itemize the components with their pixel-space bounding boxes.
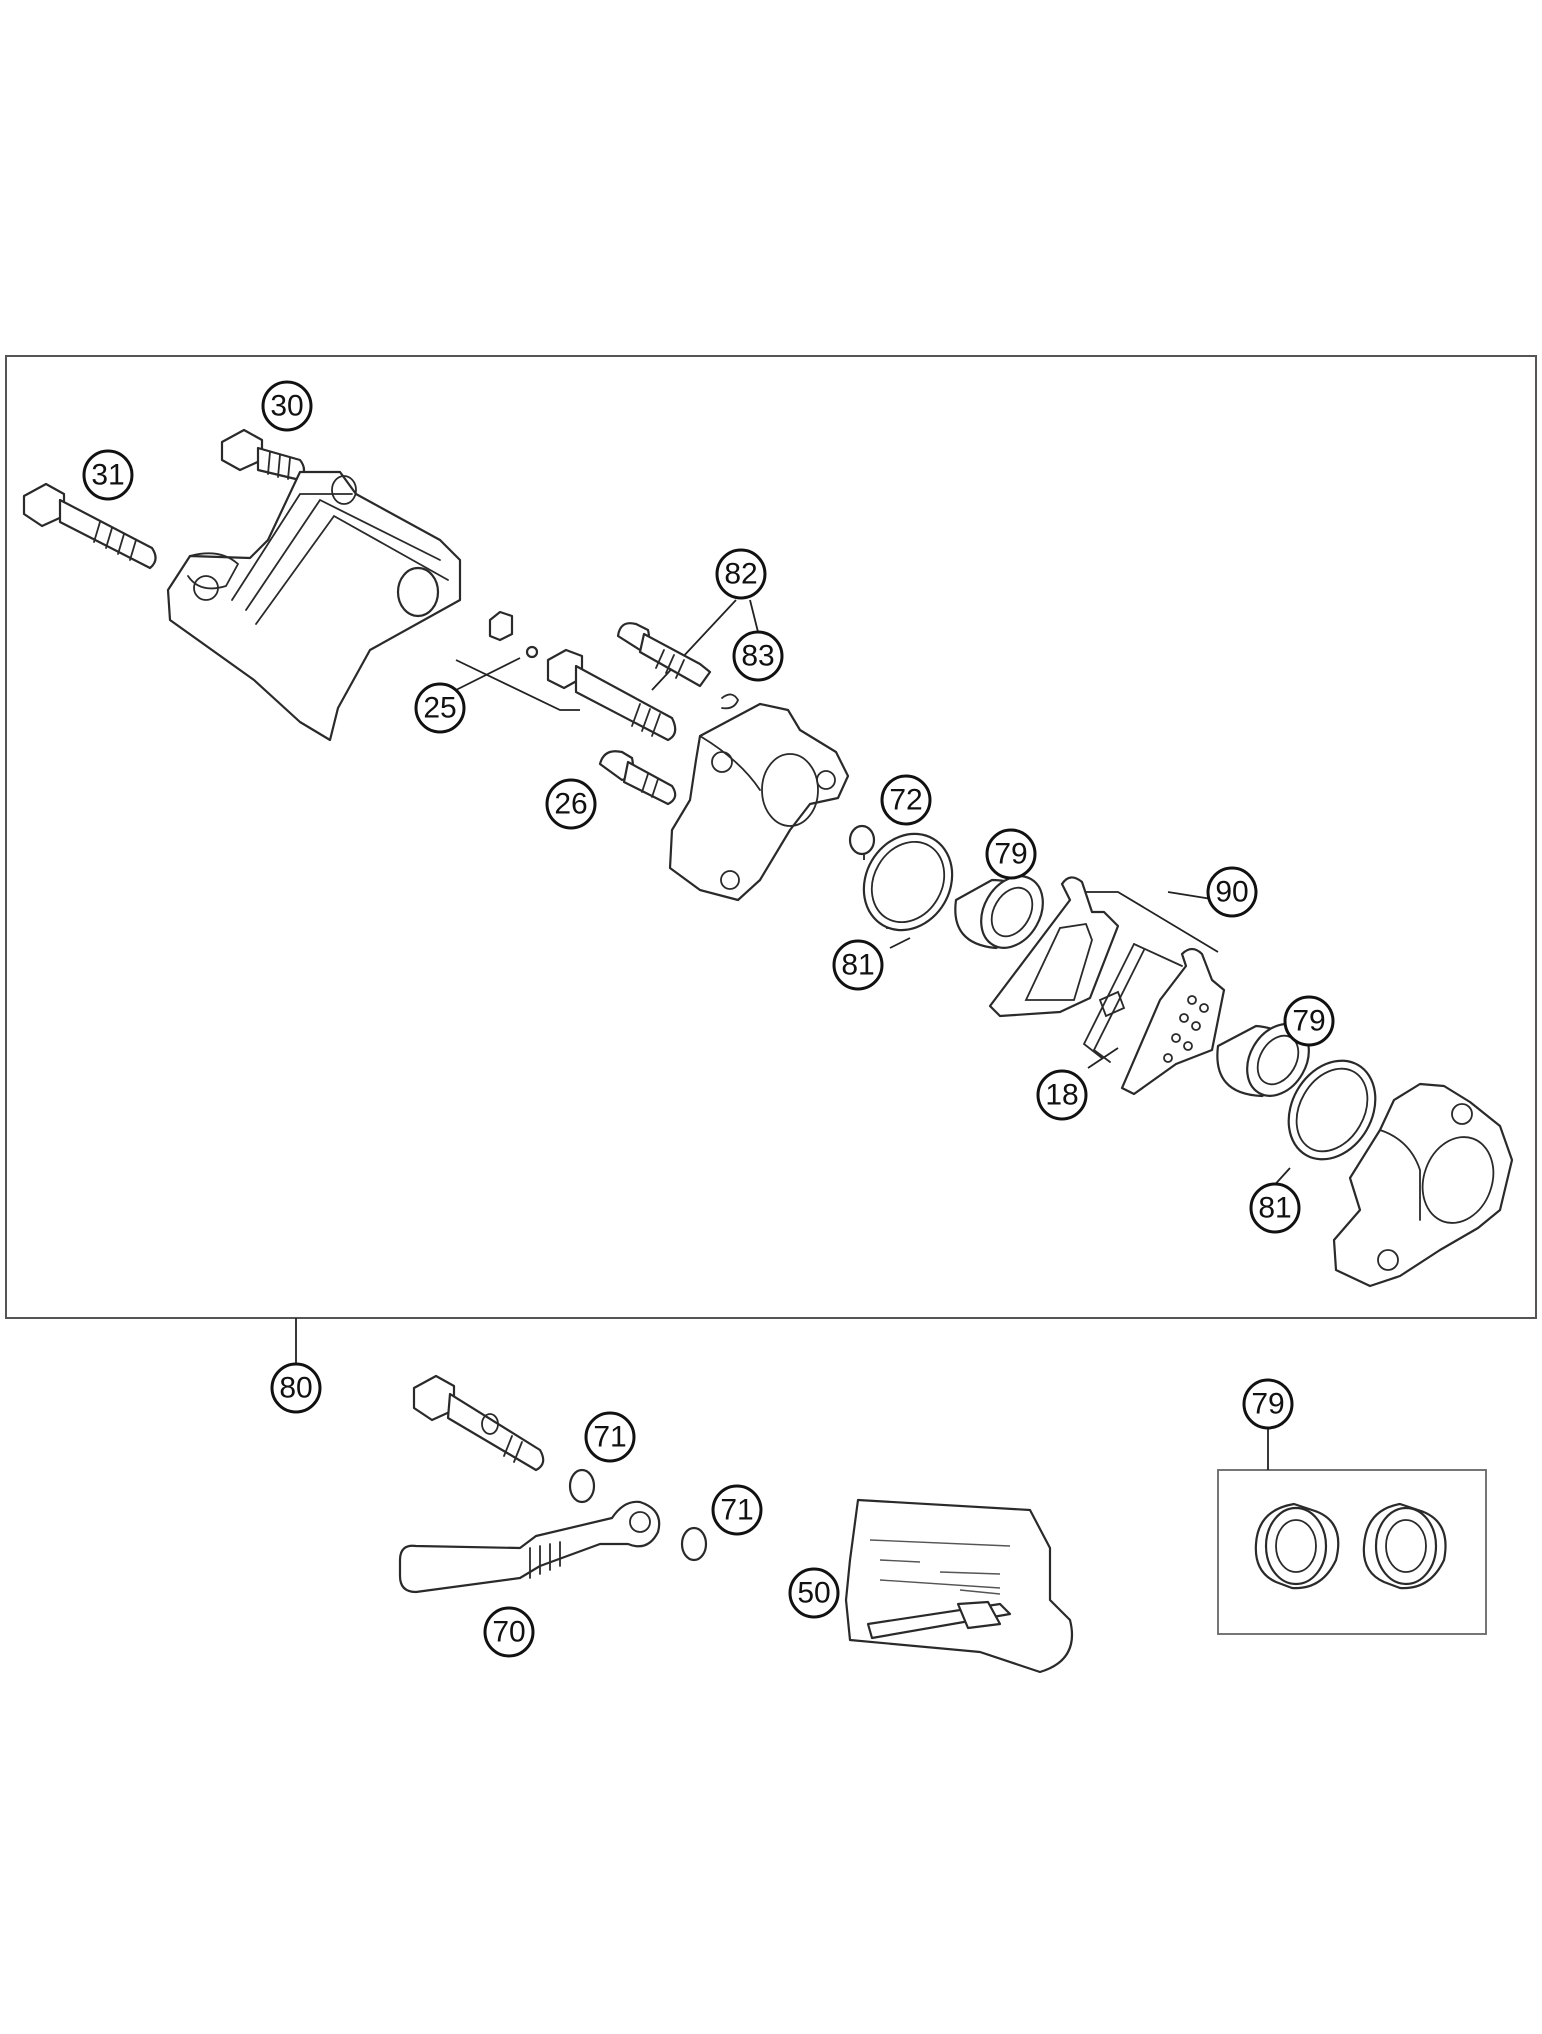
svg-text:31: 31 bbox=[91, 459, 124, 492]
svg-text:50: 50 bbox=[797, 1577, 830, 1610]
svg-text:26: 26 bbox=[554, 788, 587, 821]
callout-31: 31 bbox=[82, 449, 134, 501]
washer-71-lower bbox=[680, 1526, 708, 1562]
bleed-kit-50 bbox=[844, 1498, 1074, 1674]
svg-text:79: 79 bbox=[1251, 1388, 1284, 1421]
pad-pin-82 bbox=[616, 622, 740, 710]
svg-text:80: 80 bbox=[279, 1372, 312, 1405]
piston-kit-frame bbox=[1217, 1469, 1487, 1635]
callout-50: 50 bbox=[788, 1567, 840, 1619]
svg-text:72: 72 bbox=[889, 784, 922, 817]
callout-71: 71 bbox=[584, 1411, 636, 1463]
svg-text:83: 83 bbox=[741, 640, 774, 673]
svg-text:18: 18 bbox=[1045, 1079, 1078, 1112]
pin-set-25 bbox=[488, 610, 677, 742]
seal-81-upper bbox=[862, 832, 954, 932]
callout-79: 79 bbox=[1242, 1378, 1294, 1430]
pad-spring-18 bbox=[1082, 943, 1183, 1063]
washer-71-upper bbox=[568, 1468, 596, 1504]
bolt-26 bbox=[598, 750, 677, 806]
callout-18: 18 bbox=[1036, 1069, 1088, 1121]
banjo-bolt bbox=[412, 1374, 545, 1472]
svg-text:71: 71 bbox=[593, 1421, 626, 1454]
caliper-outer-half bbox=[1332, 1082, 1514, 1288]
caliper-inner-half bbox=[668, 702, 850, 902]
brake-hose-70 bbox=[398, 1500, 661, 1594]
svg-text:81: 81 bbox=[1258, 1192, 1291, 1225]
callout-81: 81 bbox=[1249, 1182, 1301, 1234]
callout-80: 80 bbox=[270, 1362, 322, 1414]
callout-30: 30 bbox=[261, 380, 313, 432]
callout-79: 79 bbox=[1283, 995, 1335, 1047]
callout-82: 82 bbox=[715, 548, 767, 600]
callout-70: 70 bbox=[483, 1606, 535, 1658]
piston-79-lower bbox=[1216, 1023, 1310, 1098]
callout-81: 81 bbox=[832, 939, 884, 991]
caliper-bracket bbox=[166, 470, 462, 742]
callout-90: 90 bbox=[1206, 866, 1258, 918]
seal-81-lower bbox=[1287, 1059, 1377, 1161]
callout-83: 83 bbox=[732, 630, 784, 682]
bolt-30 bbox=[220, 428, 306, 482]
piston-kit-79 bbox=[1254, 1502, 1447, 1590]
svg-text:30: 30 bbox=[270, 390, 303, 423]
brake-pads-90 bbox=[988, 876, 1226, 1096]
svg-text:25: 25 bbox=[423, 692, 456, 725]
callout-72: 72 bbox=[880, 774, 932, 826]
assembly-frame bbox=[5, 355, 1537, 1319]
svg-text:79: 79 bbox=[1292, 1005, 1325, 1038]
o-ring-72 bbox=[848, 824, 876, 856]
svg-text:90: 90 bbox=[1215, 876, 1248, 909]
callout-79: 79 bbox=[985, 828, 1037, 880]
callout-71: 71 bbox=[711, 1484, 763, 1536]
piston-79-upper bbox=[954, 875, 1044, 950]
callout-25: 25 bbox=[414, 682, 466, 734]
svg-text:70: 70 bbox=[492, 1616, 525, 1649]
svg-text:79: 79 bbox=[994, 838, 1027, 871]
svg-text:71: 71 bbox=[720, 1494, 753, 1527]
callout-26: 26 bbox=[545, 778, 597, 830]
svg-text:82: 82 bbox=[724, 558, 757, 591]
svg-text:81: 81 bbox=[841, 949, 874, 982]
bolt-31 bbox=[22, 482, 157, 570]
